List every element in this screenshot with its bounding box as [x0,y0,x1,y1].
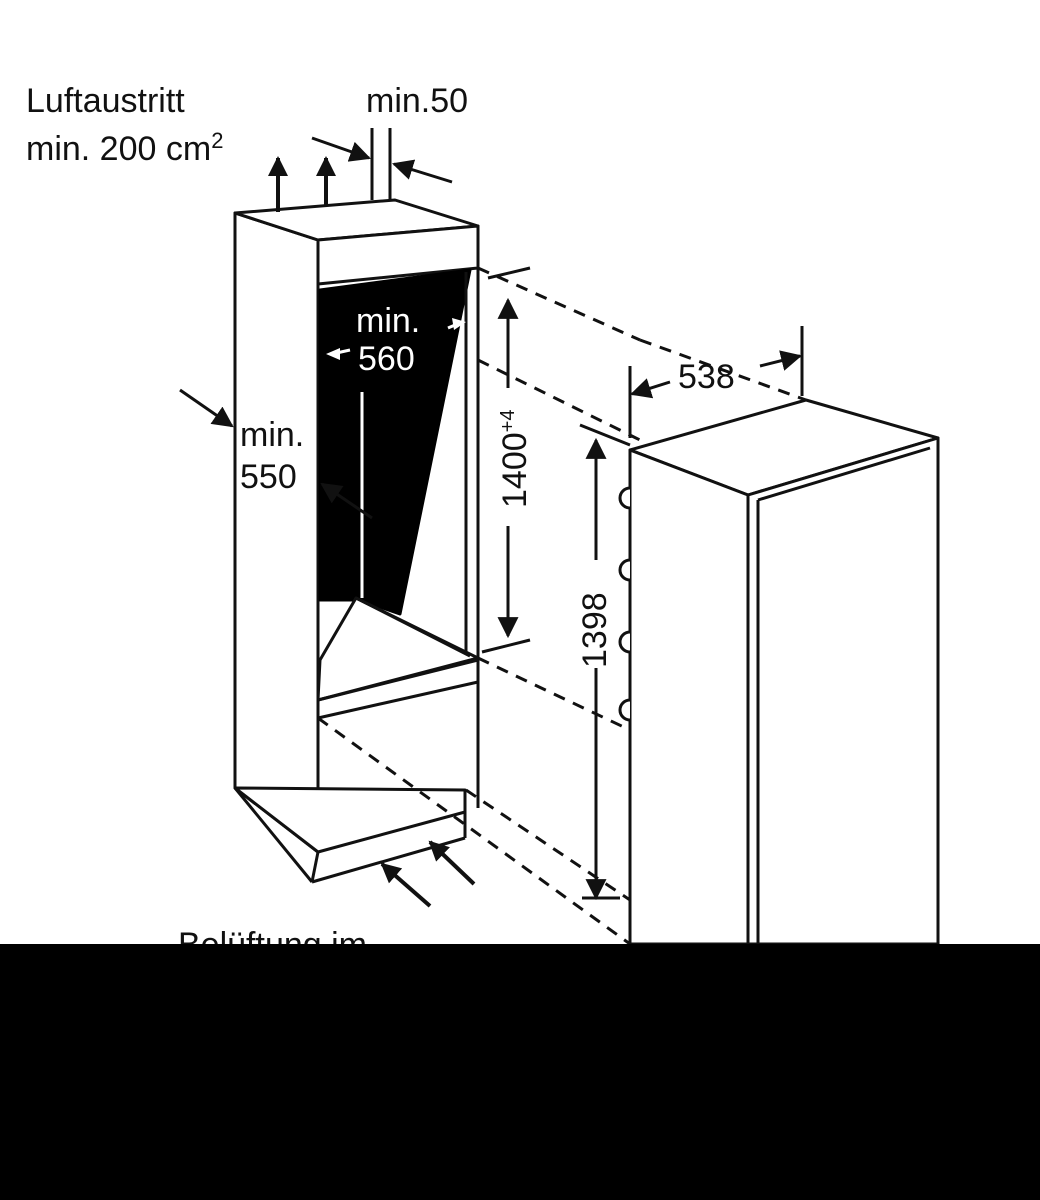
appliance-depth-value: 538 [678,358,735,396]
appliance [628,398,940,944]
cabinet-left-panel [233,211,320,854]
air-outlet-label-line1: Luftaustritt [26,82,185,120]
dimension-niche-depth [179,388,373,520]
niche-depth-label-line2: 550 [240,458,297,496]
niche-width-arrow-right [452,318,466,330]
appliance-door [746,436,940,944]
diagram-svg: 1400+4 1398 538 [26,82,940,944]
niche-width-label-line1: min. [356,302,420,340]
niche-depth-label-line1: min. [240,416,304,454]
cabinet [233,198,480,884]
drawing-area: 1400+4 1398 538 [0,0,1040,944]
niche-opening [318,268,472,616]
appliance-height-value: 1398 [576,592,614,668]
niche-width-label-line2: 560 [358,340,415,378]
appliance-hinges [618,486,631,722]
niche-width-arrow-left [326,348,340,360]
ventilation-arrows [380,840,476,908]
niche-height-value: 1400+4 [496,410,534,508]
dimension-appliance-depth [628,326,804,438]
appliance-side [628,448,750,944]
cropped-black-band [0,944,1040,1200]
projection-lines [317,266,807,944]
air-outlet-label-line2: min. 200 cm2 [26,128,223,168]
air-outlet-arrows [268,156,336,212]
dimension-niche-height [481,266,531,654]
dimension-appliance-height [579,423,631,901]
ventilation-label: Belüftung im [178,926,367,944]
dimension-top-gap [311,128,453,200]
top-gap-label: min.50 [366,82,468,120]
